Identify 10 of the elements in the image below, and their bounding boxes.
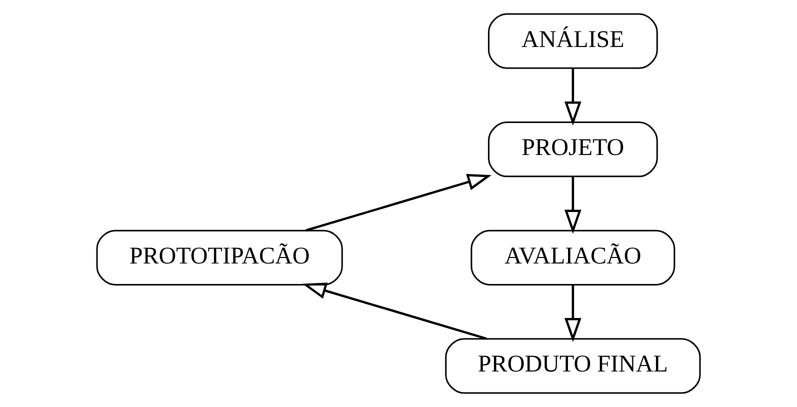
node-box: PROTOTIPACÃO	[96, 230, 343, 286]
arrow	[564, 285, 582, 342]
node-box: PROJETO	[488, 122, 658, 178]
arrow	[302, 282, 487, 340]
node-box: ANÁLISE	[488, 13, 658, 69]
arrow	[564, 68, 582, 126]
arrow	[564, 176, 582, 234]
node-box: AVALIACÃO	[470, 230, 676, 286]
arrow	[306, 174, 492, 232]
node-box: PRODUTO FINAL	[445, 338, 701, 394]
